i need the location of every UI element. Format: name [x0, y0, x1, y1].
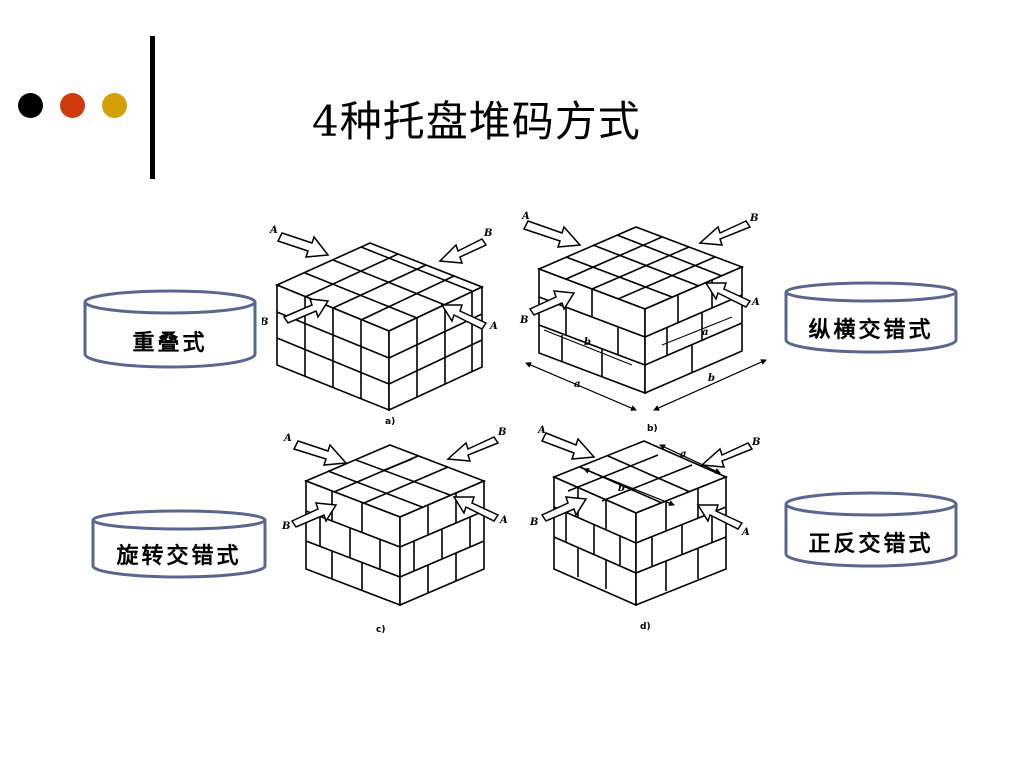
arrow-a-label: A [537, 425, 546, 436]
arrow-a-label: A [521, 211, 530, 222]
decorative-dots [18, 93, 127, 119]
slide-title: 4种托盘堆码方式 [312, 97, 641, 146]
panel-c-arrows [290, 436, 500, 528]
title-divider [150, 36, 155, 179]
label-drum-crosswise: 纵横交错式 [783, 280, 959, 354]
arrow-a-label: A [751, 297, 760, 308]
arrow-b-label: B [749, 213, 758, 224]
drum-label-overlap: 重叠式 [132, 331, 208, 356]
panel-d-arrows [540, 432, 754, 530]
drum-label-crosswise: 纵横交错式 [808, 318, 934, 343]
arrow-b-label: B [497, 427, 506, 438]
dim-b-label: b [708, 373, 715, 384]
label-drum-rotated: 旋转交错式 [90, 508, 268, 580]
panel-d-dimensions [583, 444, 721, 506]
red-dot-icon [60, 93, 85, 118]
label-drum-overlap: 重叠式 [82, 288, 258, 370]
arrow-b-label: B [281, 521, 290, 532]
label-drum-alternating: 正反交错式 [783, 490, 959, 570]
panel-a-caption: a) [385, 417, 395, 427]
arrow-b-label: B [519, 315, 528, 326]
gold-dot-icon [102, 93, 127, 118]
arrow-a-label: A [741, 527, 750, 538]
panel-d-caption: d) [640, 622, 651, 632]
arrow-a-label: A [283, 433, 292, 444]
dim-a-label: a [702, 327, 708, 338]
arrow-b-label: B [262, 317, 268, 328]
arrow-a-label: A [489, 321, 498, 332]
arrow-b-label: B [751, 437, 760, 448]
dim-b-label: b [584, 337, 591, 348]
panel-b-cube [536, 226, 745, 395]
arrow-a-label: A [499, 515, 508, 526]
panel-a-arrows [276, 232, 488, 330]
black-dot-icon [18, 93, 43, 118]
drum-label-alternating: 正反交错式 [808, 532, 934, 557]
dim-a-label: a [574, 379, 580, 390]
dim-b-label: b [618, 483, 625, 494]
panel-b-caption: b) [647, 424, 658, 434]
arrow-a-label: A [269, 225, 278, 236]
dim-a-label: a [680, 449, 686, 460]
panel-b-arrows [522, 220, 752, 316]
arrow-b-label: B [529, 517, 538, 528]
pallet-stacking-diagram: A B B A a) a b b a [262, 211, 767, 635]
panel-d-cube [551, 440, 729, 607]
panel-c-caption: c) [376, 625, 385, 635]
panel-b-dimensions [525, 316, 767, 411]
panel-c-cube [303, 444, 487, 607]
arrow-b-label: B [483, 228, 492, 239]
drum-label-rotated: 旋转交错式 [116, 544, 242, 569]
panel-a-cube [274, 242, 485, 412]
